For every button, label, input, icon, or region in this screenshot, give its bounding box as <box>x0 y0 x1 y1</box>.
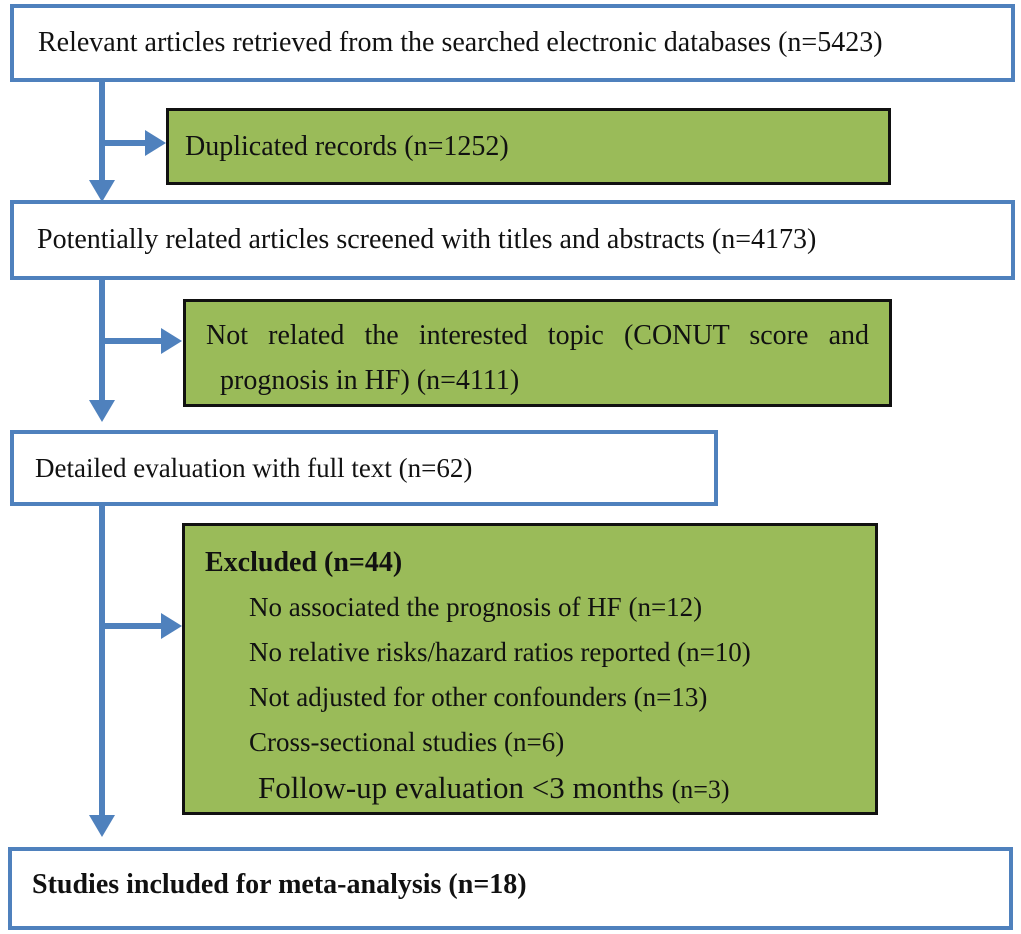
box-not-related-topic: Not related the interested topic (CONUT … <box>183 299 892 407</box>
box-articles-screened: Potentially related articles screened wi… <box>10 200 1015 280</box>
arrow-branch-not-related-head-icon <box>161 328 182 354</box>
articles-screened-text: Potentially related articles screened wi… <box>37 224 817 256</box>
arrow-branch-duplicated-head-icon <box>145 130 166 156</box>
box-articles-retrieved: Relevant articles retrieved from the sea… <box>10 4 1015 82</box>
arrow-branch-excluded-line <box>99 623 161 629</box>
arrow-fulltext-to-included-line <box>99 506 105 815</box>
excluded-reason-3: Not adjusted for other confounders (n=13… <box>249 682 708 712</box>
box-excluded: Excluded (n=44) No associated the progno… <box>182 523 878 815</box>
full-text-evaluation-text: Detailed evaluation with full text (n=62… <box>35 452 473 483</box>
arrow-branch-excluded-head-icon <box>161 613 182 639</box>
excluded-reason-followup: Follow-up evaluation <3 months (n=3) <box>205 765 859 812</box>
box-duplicated-records: Duplicated records (n=1252) <box>166 108 891 185</box>
box-full-text-evaluation: Detailed evaluation with full text (n=62… <box>10 430 718 506</box>
studies-included-text: Studies included for meta-analysis (n=18… <box>32 868 527 900</box>
arrow-branch-not-related-line <box>99 338 161 344</box>
duplicated-records-text: Duplicated records (n=1252) <box>185 130 509 162</box>
excluded-followup-count: (n=3) <box>671 775 730 804</box>
excluded-reason-1: No associated the prognosis of HF (n=12) <box>249 592 703 622</box>
not-related-line2: prognosis in HF) (n=4111) <box>220 365 520 396</box>
box-studies-included: Studies included for meta-analysis (n=18… <box>8 847 1013 930</box>
arrow-retrieved-to-screened-line <box>99 82 105 180</box>
articles-retrieved-text: Relevant articles retrieved from the sea… <box>38 27 883 59</box>
excluded-title: Excluded (n=44) <box>205 547 403 578</box>
arrow-fulltext-to-included-head-icon <box>89 815 115 837</box>
excluded-reason-4: Cross-sectional studies (n=6) <box>249 727 565 757</box>
arrow-retrieved-to-screened-head-icon <box>89 180 115 202</box>
arrow-screened-to-fulltext-head-icon <box>89 400 115 422</box>
arrow-branch-duplicated-line <box>99 140 145 146</box>
excluded-followup-main: Follow-up evaluation <3 months <box>258 770 672 805</box>
not-related-line1: Not related the interested topic (CONUT … <box>206 320 869 351</box>
excluded-reason-2: No relative risks/hazard ratios reported… <box>249 637 751 667</box>
